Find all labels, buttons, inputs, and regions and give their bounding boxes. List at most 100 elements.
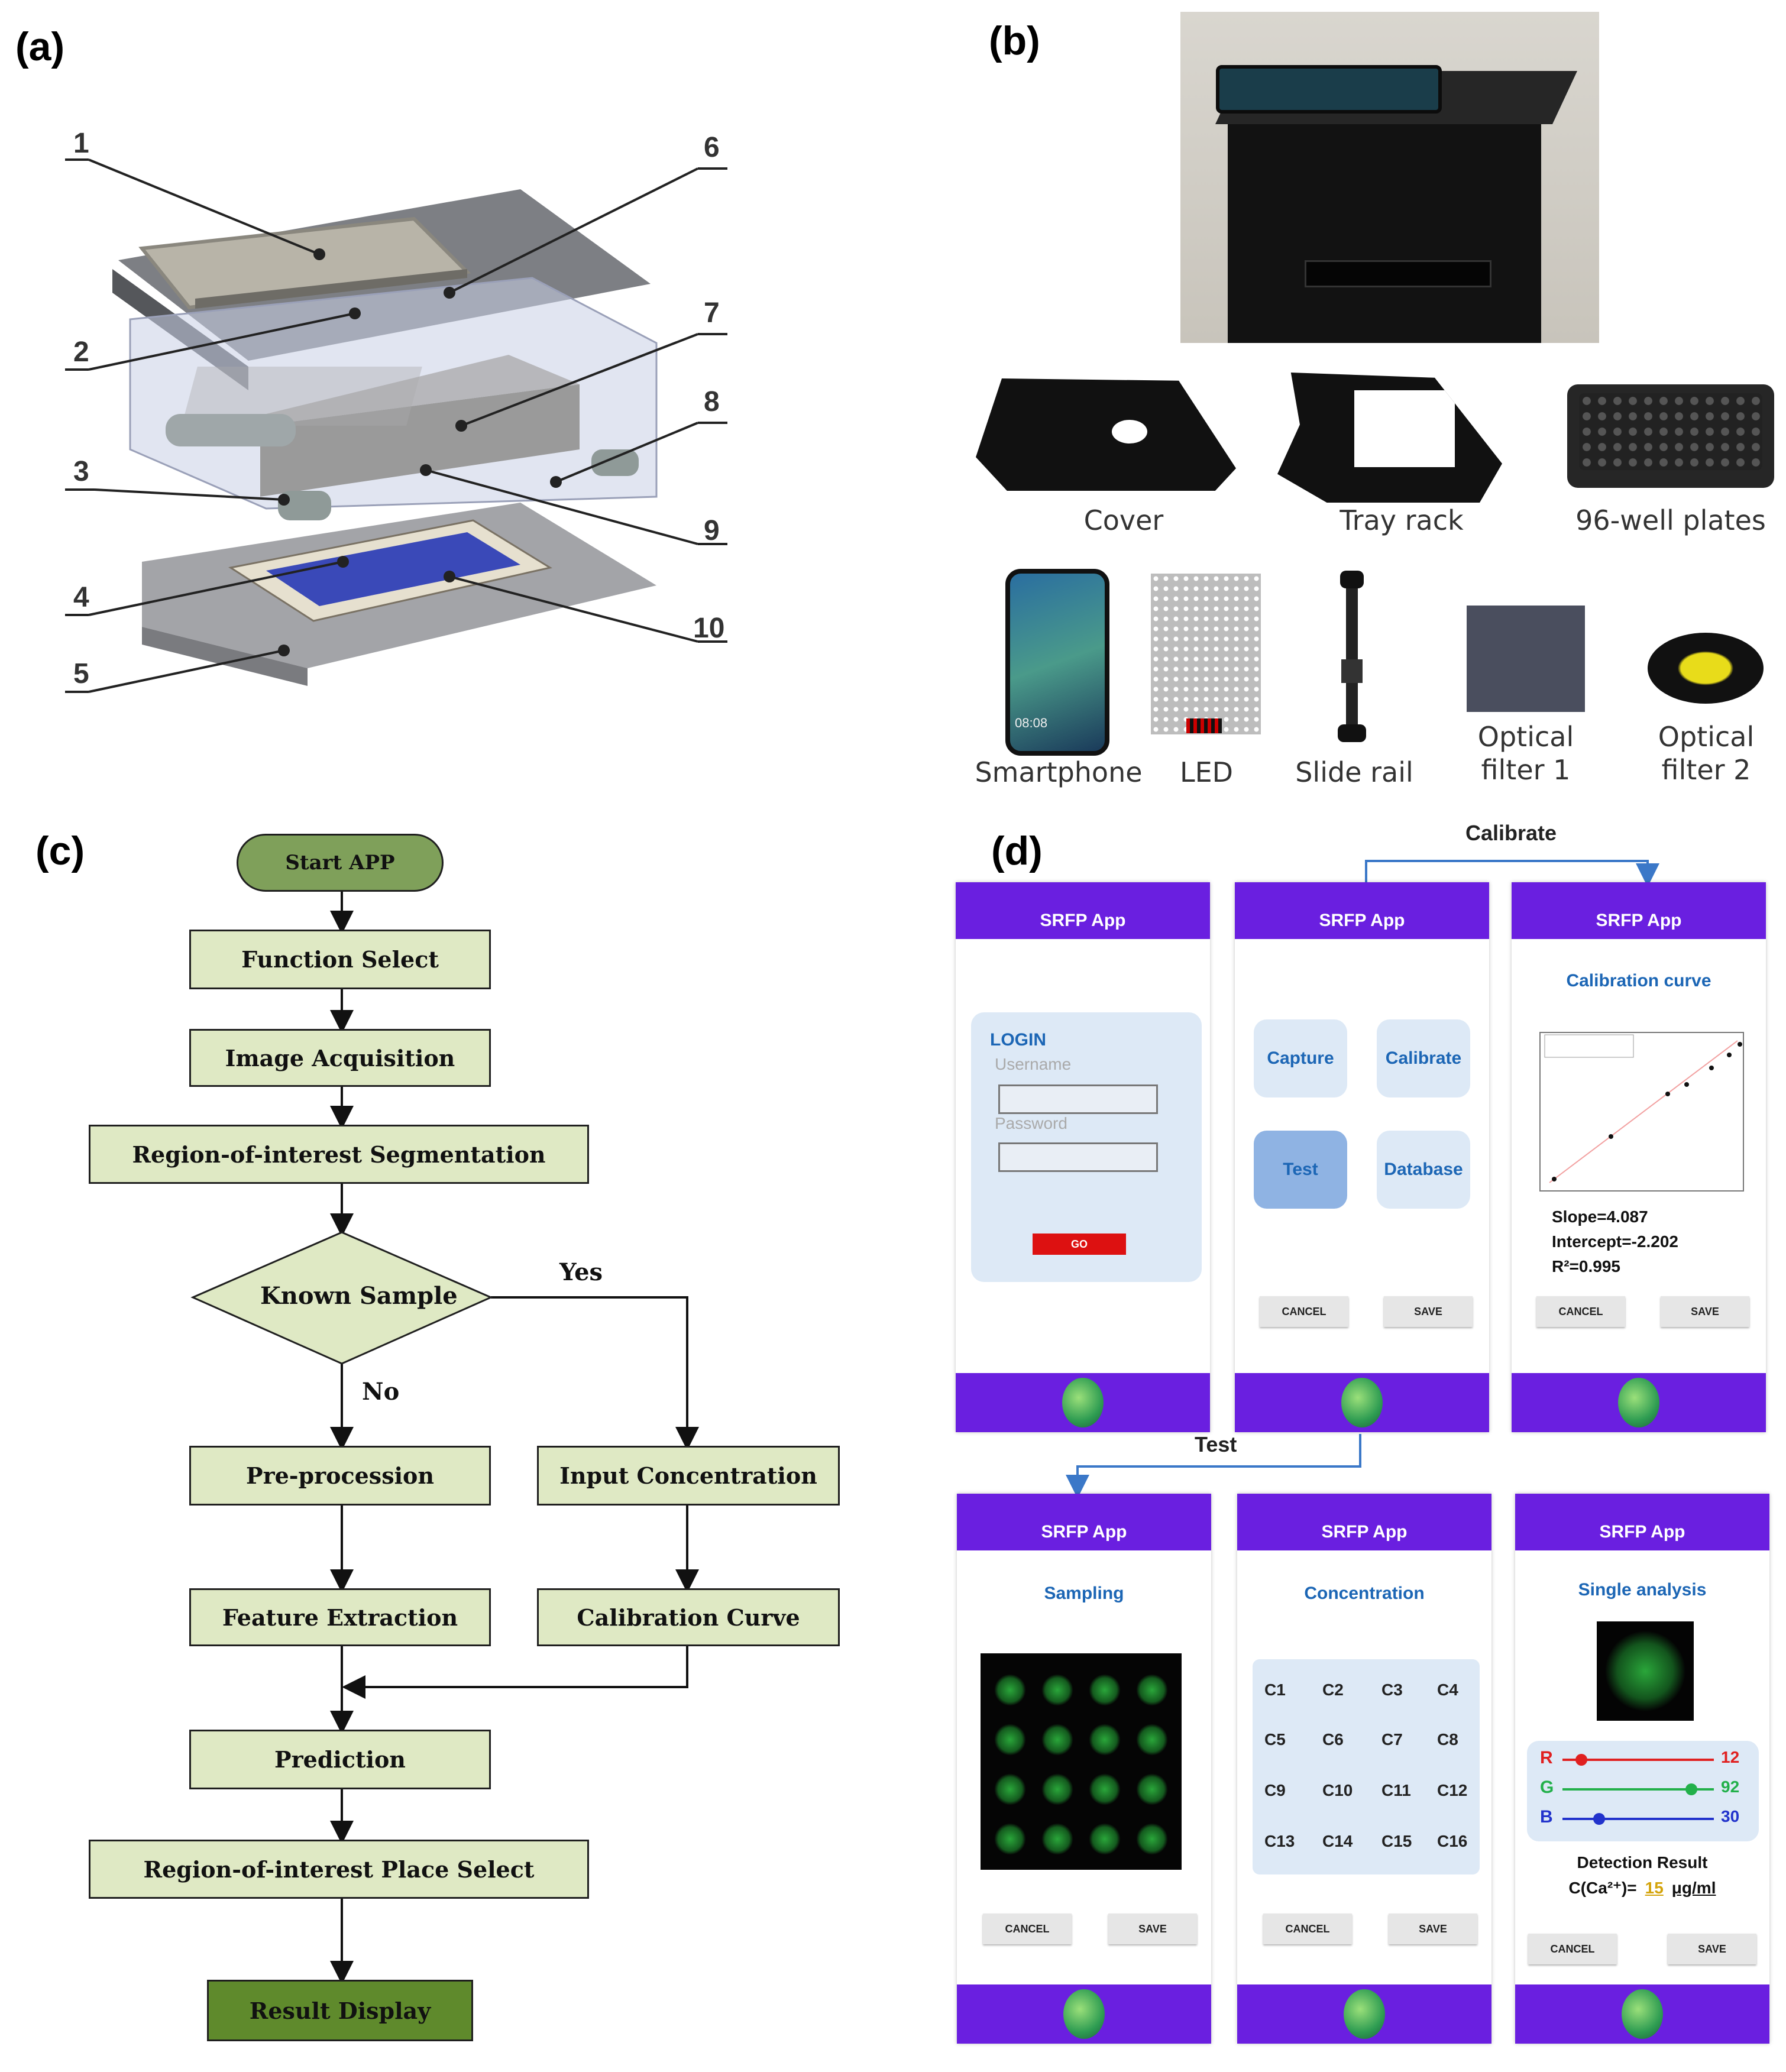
callout-6: 6 bbox=[704, 132, 720, 163]
function-select-box: Function Select bbox=[189, 930, 491, 989]
capture-tile[interactable]: Capture bbox=[1254, 1019, 1347, 1097]
status-bar bbox=[1235, 882, 1489, 902]
username-input[interactable] bbox=[998, 1084, 1158, 1114]
status-bar bbox=[1515, 1494, 1769, 1514]
b-value: 30 bbox=[1721, 1807, 1740, 1825]
caption-optical-filter-2: Optical filter 2 bbox=[1658, 721, 1755, 786]
intercept-text: Intercept=-2.202 bbox=[1552, 1232, 1678, 1251]
callout-4: 4 bbox=[73, 582, 89, 613]
cover-hole bbox=[1112, 420, 1147, 443]
database-tile[interactable]: Database bbox=[1377, 1131, 1470, 1209]
conc-cell[interactable]: C2 bbox=[1322, 1681, 1344, 1699]
footer-banner bbox=[1515, 1984, 1769, 2044]
b-label: B bbox=[1540, 1807, 1553, 1827]
footer-logo bbox=[1341, 1378, 1383, 1427]
smartphone-photo: 08:08 bbox=[1005, 569, 1109, 756]
prediction-box: Prediction bbox=[189, 1730, 491, 1789]
conc-cell[interactable]: C14 bbox=[1322, 1832, 1353, 1850]
well-grid-green bbox=[986, 1665, 1176, 1860]
r-slider-thumb[interactable] bbox=[1575, 1754, 1587, 1766]
g-value: 92 bbox=[1721, 1778, 1740, 1796]
decision-diamond bbox=[190, 1231, 493, 1365]
well-grid bbox=[1579, 393, 1762, 470]
footer-banner bbox=[957, 1984, 1211, 2044]
app-title: SRFP App bbox=[956, 902, 1210, 939]
b-slider-thumb[interactable] bbox=[1593, 1813, 1605, 1825]
conc-cell[interactable]: C16 bbox=[1437, 1832, 1468, 1850]
cancel-button[interactable]: CANCEL bbox=[1528, 1934, 1617, 1964]
g-slider-thumb[interactable] bbox=[1685, 1783, 1697, 1795]
flowchart-connectors bbox=[190, 892, 699, 1984]
save-button[interactable]: SAVE bbox=[1108, 1914, 1197, 1944]
r2-text: R²=0.995 bbox=[1552, 1257, 1620, 1275]
b-slider-track[interactable] bbox=[1562, 1818, 1714, 1820]
no-label: No bbox=[362, 1378, 400, 1406]
conc-cell[interactable]: C10 bbox=[1322, 1781, 1353, 1799]
calibration-point bbox=[1727, 1053, 1732, 1057]
app-title: SRFP App bbox=[1512, 902, 1766, 939]
test-arrow-label: Test bbox=[1195, 1432, 1237, 1456]
caption-cover: Cover bbox=[1083, 504, 1164, 536]
conc-cell[interactable]: C3 bbox=[1381, 1681, 1403, 1699]
calibrate-tile[interactable]: Calibrate bbox=[1377, 1019, 1470, 1097]
conc-cell[interactable]: C4 bbox=[1437, 1681, 1458, 1699]
conc-cell[interactable]: C7 bbox=[1381, 1730, 1403, 1749]
panel-label-c: (c) bbox=[35, 828, 85, 873]
footer-banner bbox=[1237, 1984, 1491, 2044]
cancel-button[interactable]: CANCEL bbox=[1263, 1914, 1352, 1944]
conc-cell[interactable]: C15 bbox=[1381, 1832, 1412, 1850]
panel-label-d: (d) bbox=[991, 828, 1043, 873]
screen-single-analysis: SRFP App Single analysis R 12 G 92 B 30 … bbox=[1515, 1494, 1769, 2044]
conc-cell[interactable]: C5 bbox=[1264, 1730, 1286, 1749]
optical-filter-1-photo bbox=[1467, 606, 1585, 712]
panel-label-a: (a) bbox=[15, 24, 65, 69]
caption-optical-filter-1: Optical filter 1 bbox=[1477, 721, 1574, 786]
save-button[interactable]: SAVE bbox=[1384, 1296, 1473, 1327]
result-value: 15 bbox=[1645, 1879, 1664, 1897]
app-title: SRFP App bbox=[1237, 1514, 1491, 1550]
conc-cell[interactable]: C13 bbox=[1264, 1832, 1295, 1850]
conc-cell[interactable]: C9 bbox=[1264, 1781, 1286, 1799]
callout-8: 8 bbox=[704, 386, 720, 417]
panel-label-b: (b) bbox=[989, 18, 1040, 63]
slide-rail-photo bbox=[1338, 571, 1366, 742]
save-button[interactable]: SAVE bbox=[1668, 1934, 1756, 1964]
calibration-title: Calibration curve bbox=[1566, 971, 1711, 990]
conc-cell[interactable]: C6 bbox=[1322, 1730, 1344, 1749]
caption-smartphone: Smartphone bbox=[975, 756, 1143, 788]
roi-place-select-box: Region-of-interest Place Select bbox=[89, 1840, 589, 1899]
footer-banner bbox=[1235, 1373, 1489, 1432]
detection-result-title: Detection Result bbox=[1577, 1853, 1708, 1872]
result-display-box: Result Display bbox=[207, 1980, 473, 2041]
conc-cell[interactable]: C11 bbox=[1381, 1781, 1411, 1799]
r-slider-track[interactable] bbox=[1562, 1759, 1714, 1761]
g-slider-track[interactable] bbox=[1562, 1788, 1714, 1791]
conc-cell[interactable]: C12 bbox=[1437, 1781, 1468, 1799]
test-tile[interactable]: Test bbox=[1254, 1131, 1347, 1209]
image-acquisition-box: Image Acquisition bbox=[189, 1029, 491, 1087]
led-wires bbox=[1186, 718, 1222, 733]
cancel-button[interactable]: CANCEL bbox=[1260, 1296, 1348, 1327]
rail-slider bbox=[1341, 659, 1363, 683]
preprocession-box: Pre-procession bbox=[189, 1446, 491, 1506]
callout-3: 3 bbox=[73, 456, 89, 487]
go-button[interactable]: GO bbox=[1033, 1234, 1126, 1255]
calibration-point bbox=[1552, 1177, 1557, 1181]
cancel-button[interactable]: CANCEL bbox=[1536, 1296, 1625, 1327]
footer-logo bbox=[1063, 1989, 1105, 2039]
rgb-card: R 12 G 92 B 30 bbox=[1527, 1741, 1759, 1841]
save-button[interactable]: SAVE bbox=[1661, 1296, 1749, 1327]
conc-cell[interactable]: C8 bbox=[1437, 1730, 1458, 1749]
decision-label: Known Sample bbox=[260, 1282, 458, 1310]
well-plate-photo bbox=[1567, 384, 1774, 488]
save-button[interactable]: SAVE bbox=[1389, 1914, 1477, 1944]
callout-5: 5 bbox=[73, 658, 89, 689]
result-unit: μg/ml bbox=[1671, 1879, 1716, 1897]
calibration-point bbox=[1684, 1082, 1689, 1087]
conc-cell[interactable]: C1 bbox=[1264, 1681, 1286, 1699]
phone-clock: 08:08 bbox=[1015, 716, 1048, 730]
password-input[interactable] bbox=[998, 1142, 1158, 1172]
cancel-button[interactable]: CANCEL bbox=[983, 1914, 1072, 1944]
caption-96-well: 96-well plates bbox=[1575, 504, 1766, 536]
